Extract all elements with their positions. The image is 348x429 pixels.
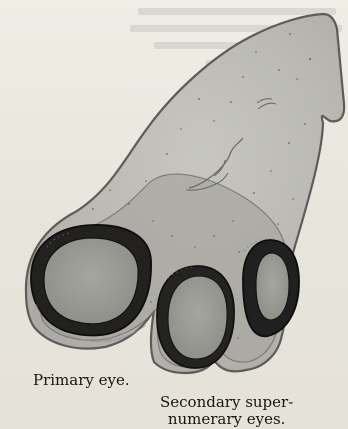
secondary-eye-left <box>168 276 227 359</box>
secondary-eyes-caption-line-1: Secondary super- <box>160 394 293 411</box>
secondary-eyes-caption: Secondary super- numerary eyes. <box>160 394 293 428</box>
secondary-eye-right <box>256 253 289 320</box>
primary-eye-caption: Primary eye. <box>33 372 130 389</box>
secondary-eyes-caption-line-2: numerary eyes. <box>160 411 293 428</box>
primary-eye <box>44 238 138 324</box>
